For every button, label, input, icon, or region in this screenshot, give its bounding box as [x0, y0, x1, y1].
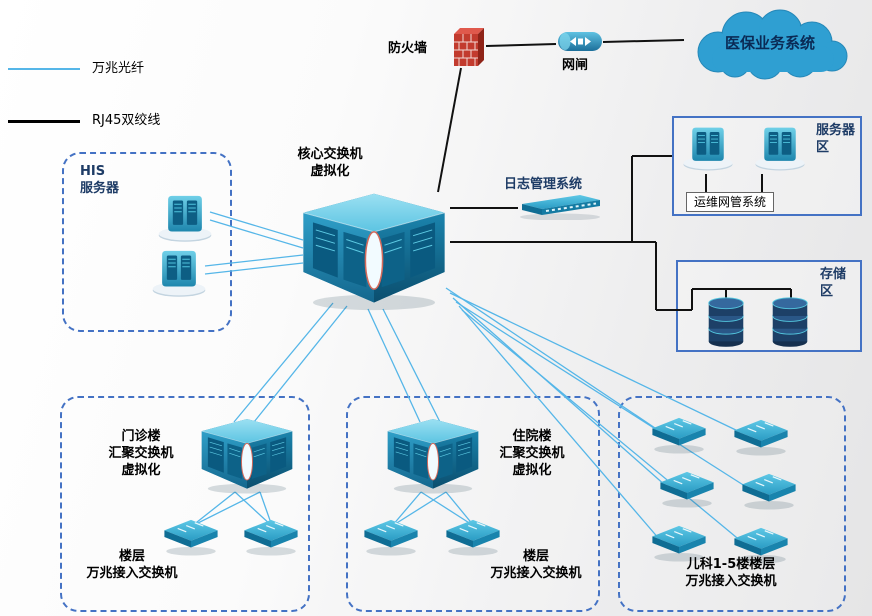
gatekeeper-label: 网闸	[562, 58, 589, 73]
storage-title-line2: 区	[820, 284, 834, 299]
outpatient-floor-label: 楼层 万兆接入交换机	[58, 548, 206, 582]
pediatrics-label: 儿科1-5楼楼层 万兆接入交换机	[636, 556, 826, 590]
fiber-legend-line	[8, 68, 80, 70]
inpatient-floor-line1: 楼层	[522, 549, 549, 564]
outpatient-label-line3: 虚拟化	[121, 463, 161, 478]
storage-area-title: 存储 区	[820, 266, 846, 300]
server-area-title-line1: 服务器	[816, 123, 856, 138]
aggregation-switch-icon	[192, 414, 302, 496]
inpatient-label-line2: 汇聚交换机	[499, 446, 565, 461]
inpatient-label-line1: 住院楼	[512, 429, 552, 444]
cloud-label: 医保业务系统	[724, 34, 815, 52]
outpatient-label-line2: 汇聚交换机	[108, 446, 174, 461]
inpatient-floor-label: 楼层 万兆接入交换机	[462, 548, 610, 582]
access-switch-icon	[240, 518, 302, 556]
access-switch-icon	[360, 518, 422, 556]
server-area-title: 服务器 区	[816, 122, 855, 156]
firewall-icon	[450, 26, 486, 70]
his-area-box	[62, 152, 232, 332]
his-title-line2: 服务器	[80, 181, 120, 196]
access-switch-icon	[730, 418, 792, 456]
pediatrics-label-line1: 儿科1-5楼楼层	[686, 557, 776, 572]
rj45-legend-line	[8, 120, 80, 123]
his-title-line1: HIS	[80, 164, 106, 179]
server-icon	[680, 120, 736, 172]
pediatrics-label-line2: 万兆接入交换机	[685, 574, 777, 589]
core-switch-icon	[288, 188, 460, 312]
log-switch-icon	[516, 192, 604, 220]
storage-title-line1: 存储	[820, 267, 847, 282]
rj45-legend-label: RJ45双绞线	[92, 113, 161, 128]
core-switch-label: 核心交换机 虚拟化	[287, 146, 373, 180]
access-switch-icon	[656, 470, 718, 508]
outpatient-floor-line2: 万兆接入交换机	[86, 566, 178, 581]
his-server-icon	[149, 243, 209, 298]
outpatient-floor-line1: 楼层	[118, 549, 145, 564]
access-switch-icon	[738, 472, 800, 510]
core-label-line1: 核心交换机	[297, 147, 363, 162]
network-gatekeeper-icon	[556, 28, 604, 56]
inpatient-floor-line2: 万兆接入交换机	[490, 566, 582, 581]
fiber-legend-label: 万兆光纤	[92, 61, 145, 76]
core-label-line2: 虚拟化	[310, 164, 350, 179]
his-server-icon	[155, 188, 215, 243]
outpatient-label-line1: 门诊楼	[121, 429, 161, 444]
access-switch-icon	[648, 416, 710, 454]
server-icon	[752, 120, 808, 172]
storage-icon	[770, 294, 810, 347]
storage-icon	[706, 294, 746, 347]
ops-system-label: 运维网管系统	[686, 192, 774, 212]
firewall-label: 防火墙	[388, 41, 428, 56]
his-area-title: HIS 服务器	[80, 163, 119, 197]
aggregation-switch-icon	[378, 414, 488, 496]
log-system-label: 日志管理系统	[504, 177, 583, 192]
inpatient-label-line3: 虚拟化	[512, 463, 552, 478]
server-area-title-line2: 区	[816, 140, 830, 155]
inpatient-label: 住院楼 汇聚交换机 虚拟化	[484, 428, 580, 479]
outpatient-label: 门诊楼 汇聚交换机 虚拟化	[98, 428, 184, 479]
